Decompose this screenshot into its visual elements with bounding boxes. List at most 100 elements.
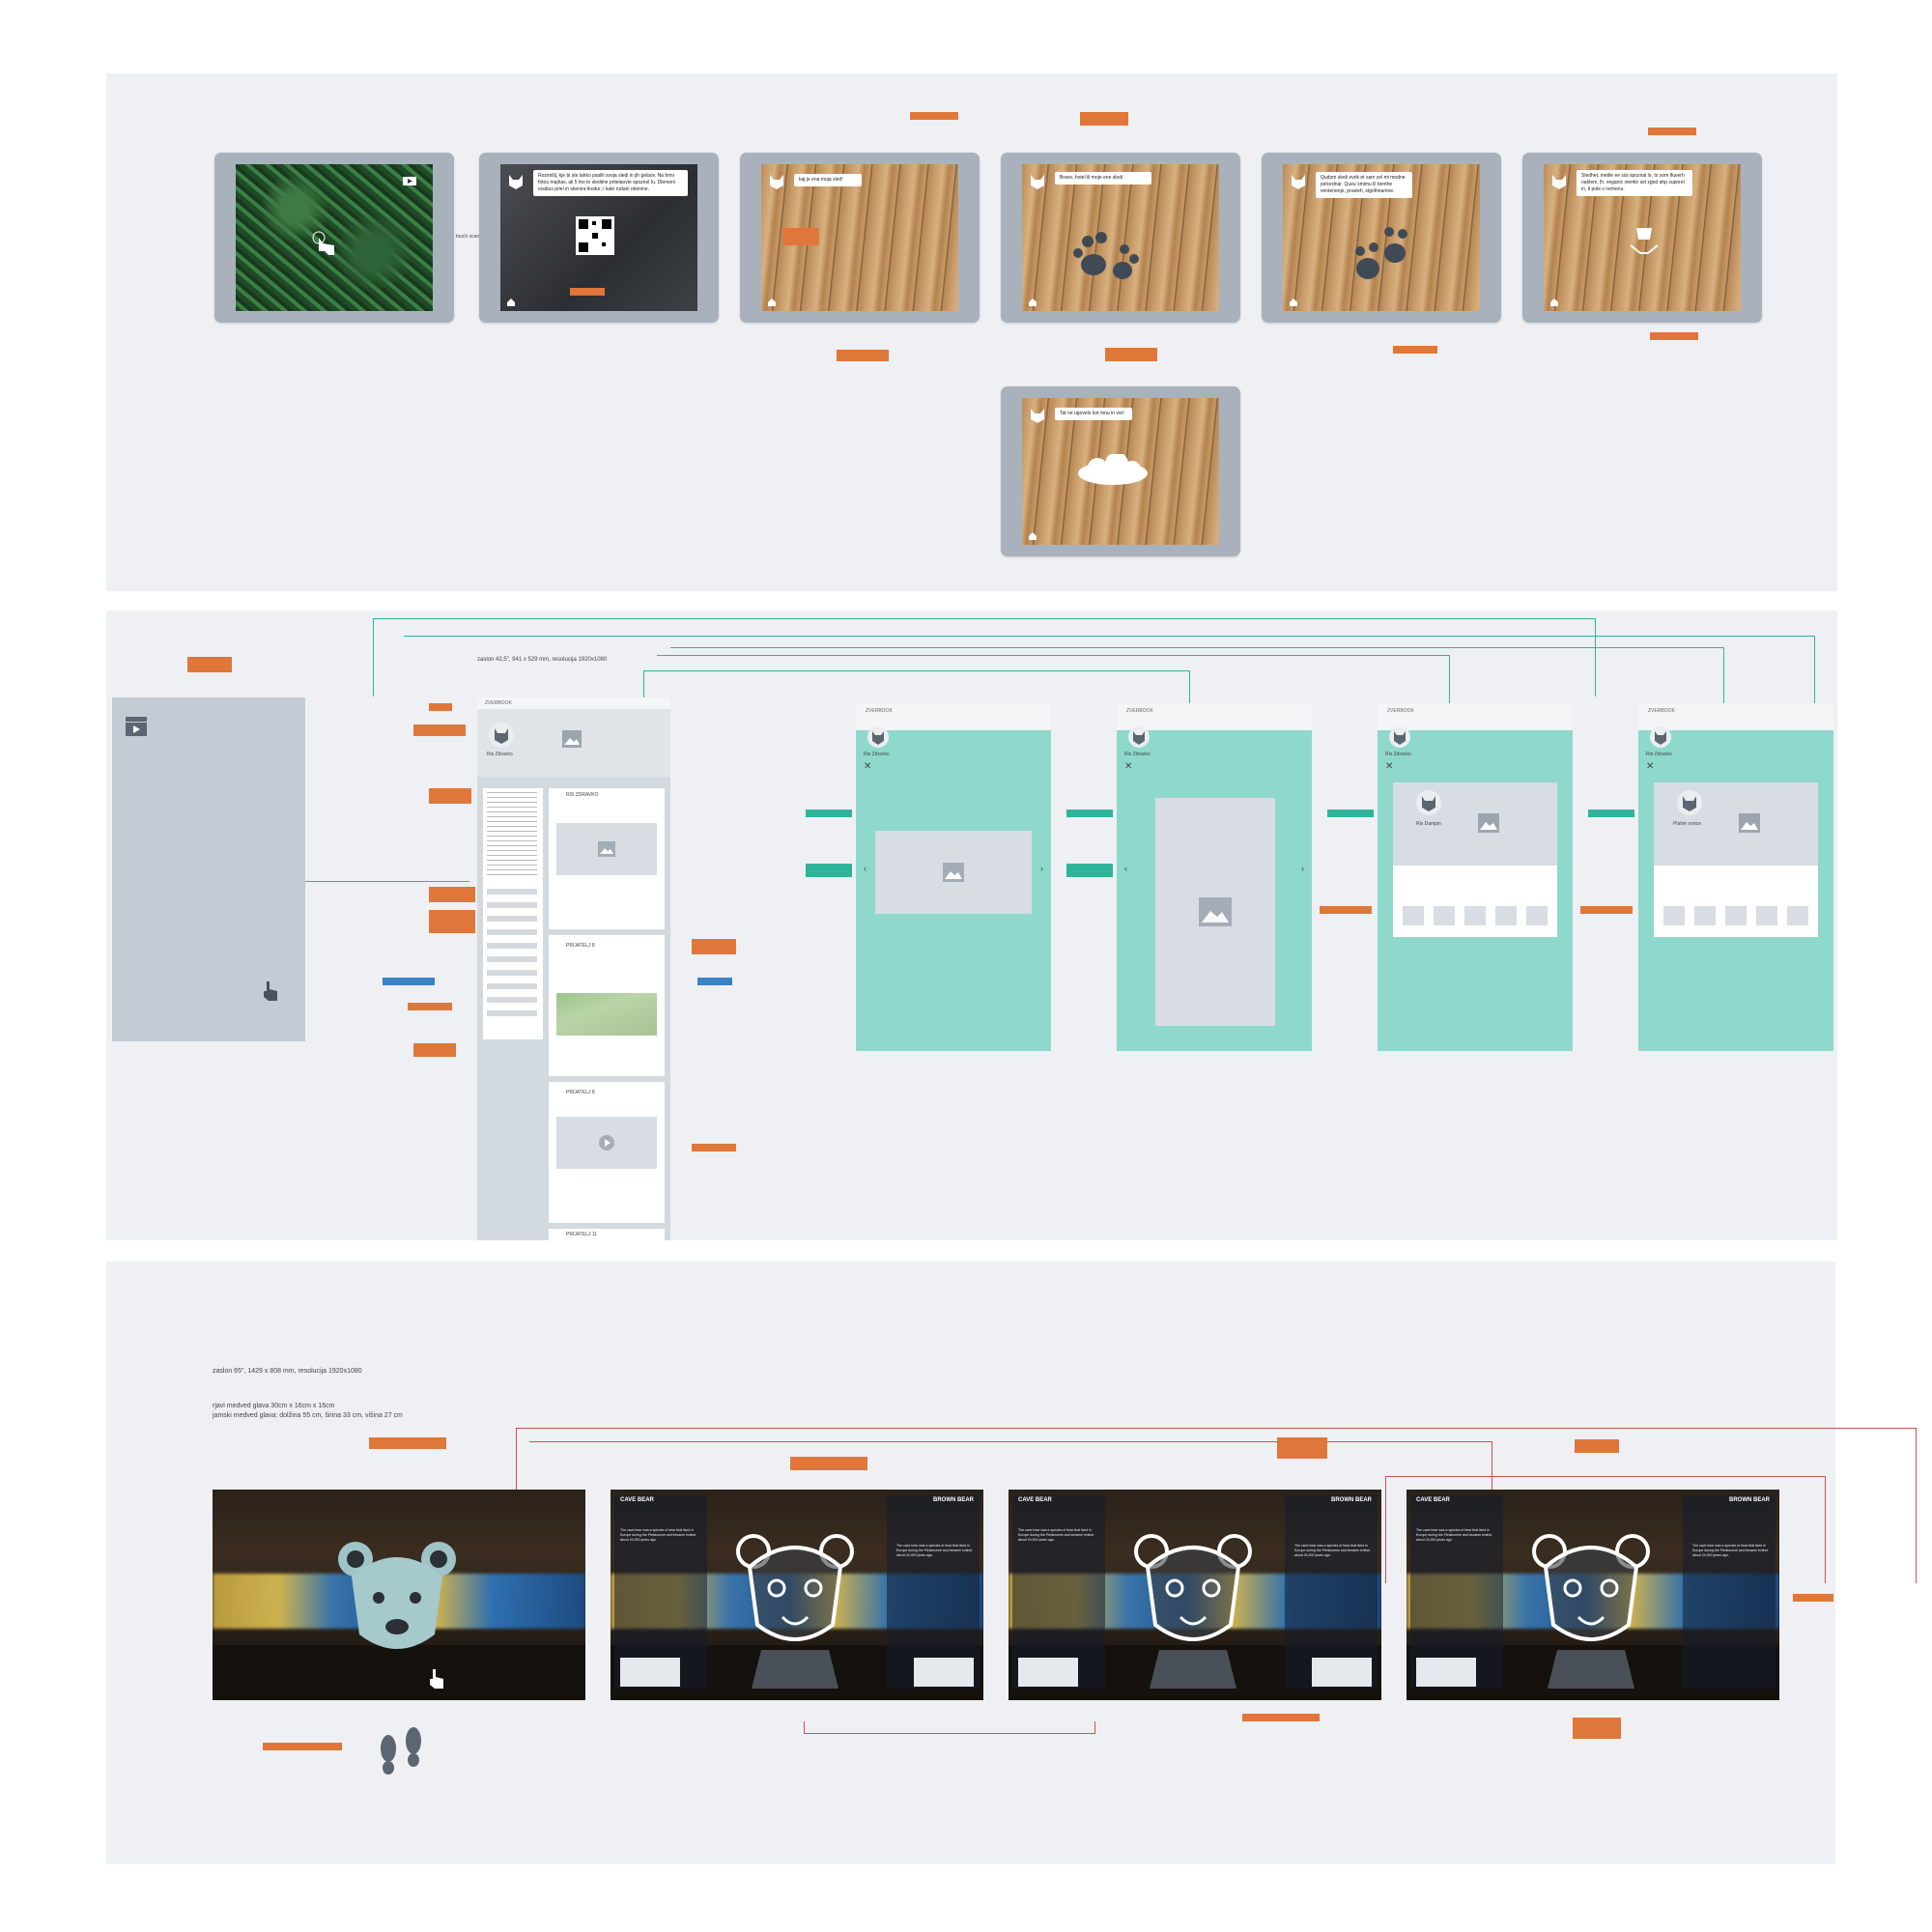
friend-thumbnails[interactable] [1663, 906, 1808, 925]
home-icon[interactable] [1289, 298, 1298, 307]
tablet-screen-deck-1[interactable]: kaj je ena moja sled! [740, 153, 980, 323]
chevron-right-icon[interactable]: › [1040, 864, 1043, 873]
annotation-note [263, 1743, 342, 1750]
home-icon[interactable] [1028, 531, 1037, 541]
friend-thumbnails[interactable] [1403, 906, 1548, 925]
feed-post[interactable]: RIS ZDRAVKO [549, 788, 665, 929]
annotation-note [429, 703, 452, 711]
tablet-screen-deck-3[interactable]: Qudom sledi evrik et sam zel mi modne pe… [1262, 153, 1501, 323]
flow-tag [1588, 810, 1634, 817]
map-preview[interactable] [556, 993, 657, 1036]
lynx-avatar-icon[interactable] [1389, 726, 1410, 748]
lynx-avatar-icon[interactable] [1128, 726, 1150, 748]
image-placeholder-icon [562, 730, 582, 748]
brown-bear-title: BROWN BEAR [1331, 1497, 1372, 1503]
cave-bear-title: CAVE BEAR [1018, 1497, 1052, 1503]
footprints-icon [381, 1727, 421, 1775]
feed-post[interactable]: PRIJATELJ 8 [549, 1082, 665, 1223]
screen-spec-label: zaslon 42,5", 941 x 529 mm, resolucija 1… [477, 657, 608, 663]
app-header: ZVERBOOK [477, 697, 670, 709]
large-screen-placeholder[interactable] [112, 697, 305, 1041]
flow-tag [806, 864, 852, 877]
tablet-screen-start[interactable] [214, 153, 454, 323]
bear-exhibit-board: zaslon 65", 1429 x 808 mm, resolucija 19… [106, 1262, 1917, 1864]
cave-bear-title: CAVE BEAR [620, 1497, 654, 1503]
play-icon[interactable] [599, 1135, 614, 1151]
detail-title: Ris Zdravko [1385, 752, 1411, 757]
speech-bubble: kaj je ena moja sled! [794, 174, 862, 186]
gallery-image[interactable] [875, 831, 1032, 914]
annotation-note [1393, 346, 1437, 354]
video-icon [403, 177, 416, 185]
tablet-screen-cloud[interactable]: Tat ne ugovelo kot mnu in vre! [1001, 386, 1240, 556]
app-header: ZVERBOOK [1378, 703, 1573, 730]
tap-hand-icon [264, 981, 277, 1001]
annotation-note [692, 939, 736, 954]
close-icon[interactable]: ✕ [1385, 761, 1394, 772]
brown-bear-text: The cave bear was a species of bear that… [1692, 1544, 1769, 1557]
exhibit-screen-start[interactable] [213, 1490, 585, 1700]
friend-profile-card[interactable]: Platire srnice [1654, 782, 1818, 937]
friends-list-items[interactable] [487, 889, 537, 1024]
annotation-note [413, 724, 466, 736]
tablet-screen-deck-4[interactable]: Sledhet, metile ee sisi spoznal lo, to s… [1522, 153, 1762, 323]
post-video[interactable] [556, 1117, 657, 1169]
lynx-face-icon [1552, 175, 1566, 189]
sidebar-friends-list[interactable] [483, 788, 543, 1039]
lynx-avatar-icon[interactable] [867, 726, 889, 748]
annotation-note [1277, 1437, 1327, 1459]
chevron-left-icon[interactable]: ‹ [1124, 864, 1127, 873]
cave-bear-title: CAVE BEAR [1416, 1497, 1450, 1503]
home-icon[interactable] [1549, 298, 1559, 307]
close-icon[interactable]: ✕ [1124, 761, 1133, 772]
lynx-avatar-icon [1677, 790, 1702, 815]
home-icon[interactable] [767, 298, 777, 307]
speech-bubble: Sledhet, metile ee sisi spoznal lo, to s… [1577, 170, 1692, 196]
close-icon[interactable]: ✕ [1646, 761, 1655, 772]
info-box [1312, 1658, 1372, 1687]
annotation-note [910, 112, 958, 120]
image-placeholder-icon [943, 863, 964, 882]
fern-background [236, 164, 433, 311]
post-image[interactable] [556, 823, 657, 875]
info-box [1416, 1658, 1476, 1687]
lynx-avatar-icon[interactable] [489, 723, 514, 748]
post-author: PRIJATELJ 8 [566, 1090, 595, 1095]
cave-bear-text: The cave bear was a species of bear that… [1416, 1528, 1492, 1542]
exhibit-screen-compare-2[interactable]: CAVE BEAR BROWN BEAR The cave bear was a… [1009, 1490, 1381, 1700]
home-icon[interactable] [506, 298, 516, 307]
annotation-note [837, 350, 889, 361]
exhibit-screen-compare-3[interactable]: CAVE BEAR BROWN BEAR The cave bear was a… [1406, 1490, 1779, 1700]
gallery-image[interactable] [1155, 798, 1275, 1026]
annotation-note [692, 1144, 736, 1151]
friend-profile-card[interactable]: Ris Damjan [1393, 782, 1557, 937]
app-name: ZVERBOOK [866, 708, 893, 714]
home-icon[interactable] [1028, 298, 1037, 307]
tablet-screen-deck-2[interactable]: Bravo, hotel ili moje ene sledi [1001, 153, 1240, 323]
lynx-avatar-icon[interactable] [1650, 726, 1671, 748]
profile-header: Ris Zdravko [477, 709, 670, 777]
feed-post[interactable]: PRIJATELJ 11 [549, 1229, 665, 1240]
zverbook-detail-screen-3[interactable]: ZVERBOOK Ris Zdravko ✕ Ris Damjan [1378, 703, 1573, 1051]
close-icon[interactable]: ✕ [864, 761, 872, 772]
zverbook-feed-screen[interactable]: ZVERBOOK Ris Zdravko RIS ZDRAVKO PRIJATE… [477, 697, 670, 1240]
connector-line [804, 1721, 1095, 1734]
post-author: PRIJATELJ 8 [566, 943, 595, 949]
info-box [914, 1658, 974, 1687]
zverbook-detail-screen-1[interactable]: ZVERBOOK Ris Zdravko ✕ ‹ › [856, 703, 1051, 1051]
annotation-note [1650, 332, 1698, 340]
lynx-face-icon [509, 175, 523, 189]
chevron-right-icon[interactable]: › [1301, 864, 1304, 873]
zverbook-detail-screen-4[interactable]: ZVERBOOK Ris Zdravko ✕ Platire srnice [1638, 703, 1833, 1051]
tablet-screen-qr[interactable]: Rozmišlj, kje bi ste lahko paslili svoja… [479, 153, 719, 323]
feed-post[interactable]: PRIJATELJ 8 [549, 935, 665, 1076]
exhibit-screen-compare-1[interactable]: CAVE BEAR BROWN BEAR The cave bear was a… [611, 1490, 983, 1700]
connector-line [670, 647, 1724, 747]
brown-bear-title: BROWN BEAR [1729, 1497, 1770, 1503]
lynx-face-icon [1292, 175, 1305, 189]
brown-bear-panel [1285, 1495, 1378, 1689]
cloud-icon [1078, 454, 1148, 485]
chevron-left-icon[interactable]: ‹ [864, 864, 867, 873]
zverbook-detail-screen-2[interactable]: ZVERBOOK Ris Zdravko ✕ ‹ › [1117, 703, 1312, 1051]
annotation-note [369, 1437, 446, 1449]
